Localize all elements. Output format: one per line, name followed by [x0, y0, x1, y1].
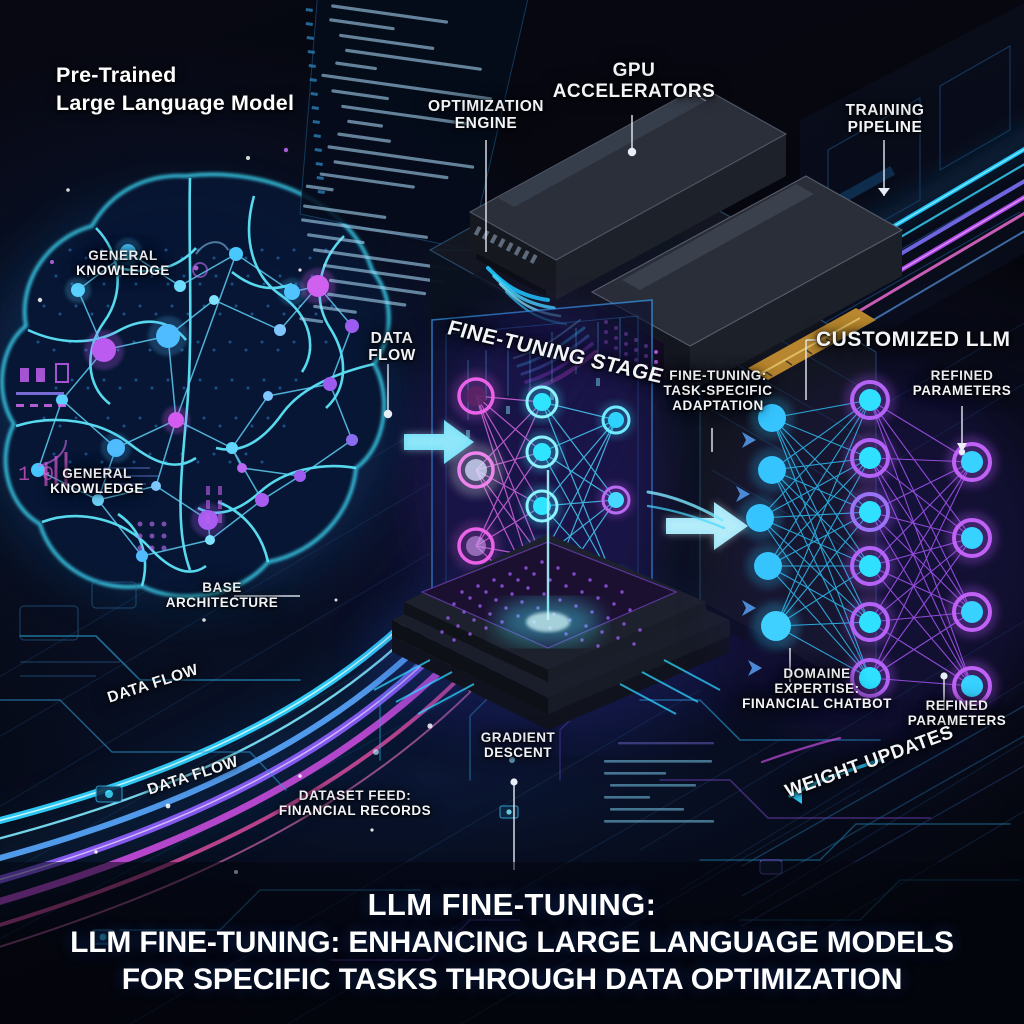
main-title-line2: LLM FINE-TUNING: ENHANCING LARGE LANGUAG… — [70, 925, 954, 959]
brain-outline — [0, 172, 391, 598]
hero-title-line2: Large Language Model — [56, 90, 295, 115]
hero-title-line1: Pre-Trained — [56, 63, 177, 87]
main-title: LLM FINE-TUNING: LLM FINE-TUNING: ENHANC… — [0, 886, 1024, 998]
feedback-arrows — [736, 432, 762, 676]
gpu-card-back — [468, 85, 788, 326]
cllm-hidden-nodes — [844, 374, 896, 704]
arrow-brain-to-finetune — [404, 420, 474, 464]
brain-nodes — [31, 238, 359, 562]
telemetry-code-snippet — [604, 742, 714, 823]
brain-binary-motifs: 1 0 — [16, 241, 229, 551]
processor-chip — [368, 470, 730, 740]
left-board-accents — [19, 581, 137, 677]
leader-arrowheads — [878, 188, 967, 452]
ft-input-nodes — [449, 371, 503, 571]
page-title: Pre-Trained Large Language Model — [56, 62, 294, 117]
cllm-input-nodes — [738, 396, 800, 650]
arrow-finetune-to-customized — [646, 490, 748, 550]
customized-llm-network — [710, 370, 1024, 750]
main-title-line1: LLM FINE-TUNING: — [367, 886, 657, 922]
ambient-sparkles — [37, 156, 338, 622]
leader-lines — [234, 115, 963, 870]
pre-trained-llm-brain: 1 0 — [0, 172, 391, 605]
code-lines — [299, 4, 492, 324]
source-code-panel — [299, 0, 529, 324]
svg-text:1 0: 1 0 — [18, 464, 54, 487]
cllm-output-nodes — [946, 436, 998, 712]
main-title-line3: FOR SPECIFIC TASKS THROUGH DATA OPTIMIZA… — [121, 962, 903, 996]
